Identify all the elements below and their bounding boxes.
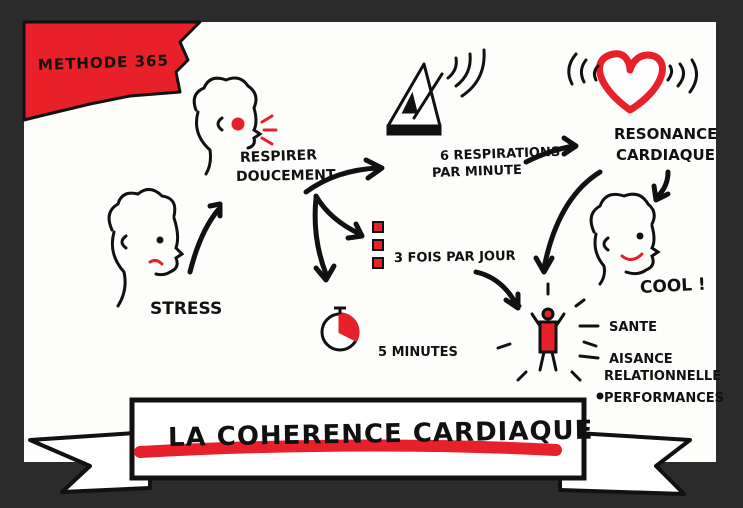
benefit-item: SANTE <box>609 320 658 335</box>
breathe-label-line1: RESPIRER <box>239 147 318 166</box>
heart-icon <box>567 50 698 114</box>
duration-label: 5 MINUTES <box>378 345 458 360</box>
energized-person-icon <box>496 282 598 382</box>
stressed-person-icon <box>107 188 185 308</box>
flow-arrows <box>187 135 671 311</box>
corner-badge-shape <box>22 20 202 122</box>
benefit-bullets <box>578 324 604 400</box>
calendar-dots-icon <box>372 221 384 269</box>
rate-label-line2: PAR MINUTE <box>431 162 523 181</box>
title-banner <box>28 397 692 496</box>
rate-label-line1: 6 RESPIRATIONS <box>439 144 561 164</box>
resonance-label-line2: CARDIAQUE <box>616 146 715 164</box>
happy-person-icon <box>589 192 661 286</box>
stress-label: STRESS <box>150 299 223 319</box>
cool-label: COOL ! <box>639 274 707 298</box>
page-title: LA COHERENCE CARDIAQUE <box>167 415 594 453</box>
timer-icon <box>320 306 360 352</box>
frequency-label: 3 FOIS PAR JOUR <box>393 248 516 266</box>
metronome-icon <box>386 48 486 136</box>
benefit-item: RELATIONNELLE <box>604 369 722 384</box>
benefit-item: PERFORMANCES <box>604 391 725 406</box>
corner-badge-label: METHODE 365 <box>37 51 170 74</box>
resonance-label-line1: RESONANCE <box>614 125 718 143</box>
breathing-person-icon <box>192 76 278 176</box>
breathe-label-line2: DOUCEMENT <box>235 167 336 185</box>
benefit-item: AISANCE <box>609 352 673 367</box>
